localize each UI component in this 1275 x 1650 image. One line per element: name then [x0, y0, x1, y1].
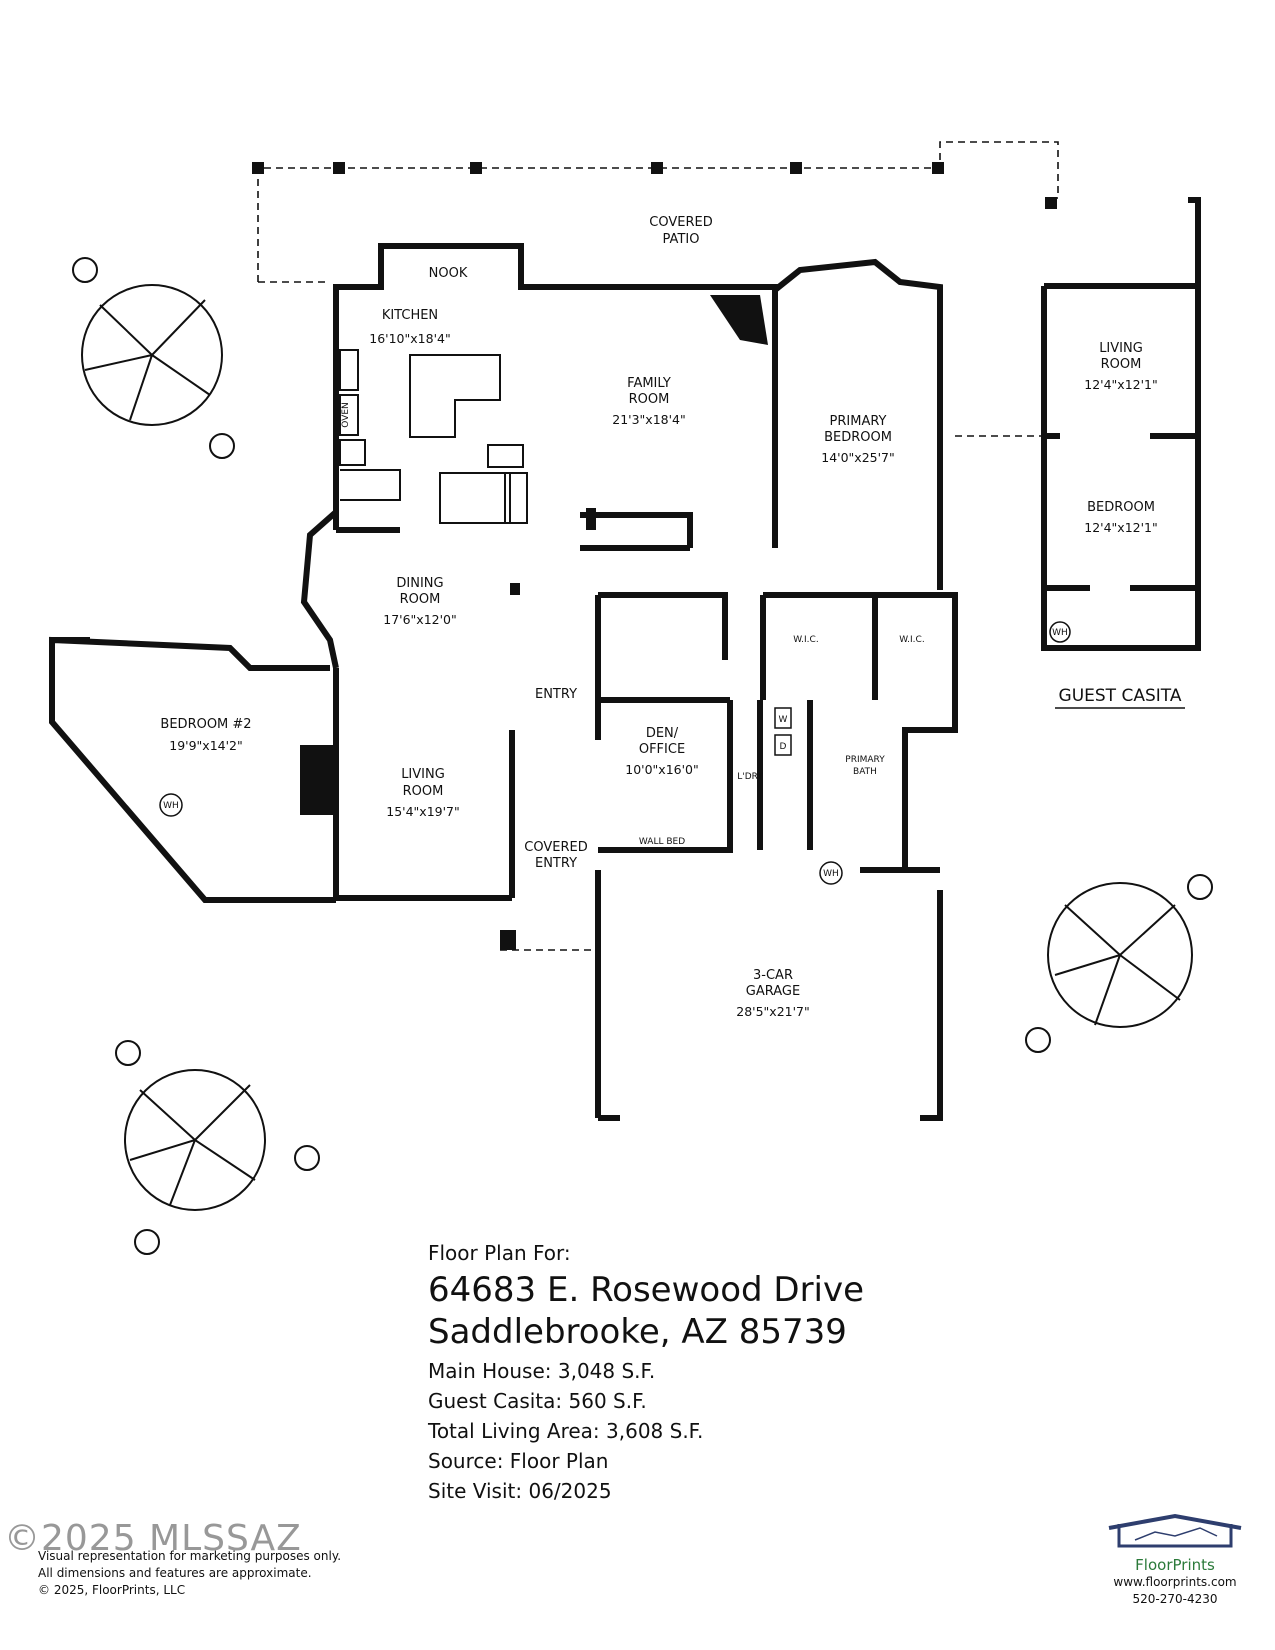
patio-label-1: COVERED — [649, 215, 712, 230]
dining-label-2: ROOM — [400, 592, 441, 607]
guest-casita-area: Guest Casita: 560 S.F. — [428, 1389, 647, 1413]
total-living-area: Total Living Area: 3,608 S.F. — [428, 1419, 704, 1443]
kitchen-dim: 16'10"x18'4" — [369, 331, 450, 346]
disclaimer-line-1: Visual representation for marketing purp… — [38, 1549, 342, 1563]
wic-label-left: W.I.C. — [793, 635, 818, 645]
casita-living-label-2: ROOM — [1101, 357, 1142, 372]
wh-label-casita: WH — [1052, 628, 1068, 638]
garage-label-2: GARAGE — [746, 984, 800, 999]
garage-dim: 28'5"x21'7" — [736, 1004, 810, 1019]
casita-living-dim: 12'4"x12'1" — [1084, 377, 1158, 392]
disclaimer: Visual representation for marketing purp… — [38, 1548, 341, 1599]
primary-bed-label-2: BEDROOM — [824, 430, 892, 445]
disclaimer-line-2: All dimensions and features are approxim… — [38, 1566, 312, 1580]
disclaimer-line-3: © 2025, FloorPrints, LLC — [38, 1583, 186, 1597]
laundry-label: L'DRY — [737, 772, 763, 782]
casita-living-label-1: LIVING — [1099, 341, 1143, 356]
garage-label-1: 3-CAR — [753, 968, 793, 983]
casita-walls — [1041, 197, 1201, 651]
room-labels: COVERED PATIO NOOK KITCHEN 16'10"x18'4" … — [159, 215, 1071, 1019]
water-heater-symbols — [159, 621, 1071, 885]
nook-label: NOOK — [429, 266, 468, 281]
entry-label: ENTRY — [535, 687, 577, 702]
casita-title: GUEST CASITA — [1059, 686, 1182, 706]
covered-entry-label-2: ENTRY — [535, 856, 577, 871]
bedroom2-dim: 19'9"x14'2" — [169, 738, 243, 753]
primary-bath-label-1: PRIMARY — [845, 755, 885, 765]
floor-plan-drawing: COVERED PATIO NOOK KITCHEN 16'10"x18'4" … — [49, 141, 1213, 1255]
family-label-1: FAMILY — [627, 376, 671, 391]
den-label-2: OFFICE — [639, 742, 685, 757]
wh-label-garage: WH — [823, 869, 839, 879]
floorprints-logo: FloorPrints www.floorprints.com 520-270-… — [1095, 1510, 1255, 1608]
casita-labels: LIVING ROOM 12'4"x12'1" BEDROOM 12'4"x12… — [1055, 341, 1185, 709]
source-line: Source: Floor Plan — [428, 1449, 609, 1473]
patio-label-2: PATIO — [663, 232, 700, 247]
tree-symbols — [72, 257, 1213, 1255]
primary-bath-label-2: BATH — [853, 767, 877, 777]
covered-entry-label-1: COVERED — [524, 840, 587, 855]
dryer-label: D — [780, 742, 787, 752]
casita-bedroom-label: BEDROOM — [1087, 500, 1155, 515]
property-info: Floor Plan For: 64683 E. Rosewood Drive … — [428, 1243, 864, 1511]
brand-name: FloorPrints — [1135, 1556, 1215, 1574]
main-walls — [49, 243, 958, 1121]
wall-bed-label: WALL BED — [639, 837, 685, 847]
patio-posts — [252, 162, 1057, 950]
living-label-1: LIVING — [401, 767, 445, 782]
site-visit-line: Site Visit: 06/2025 — [428, 1479, 612, 1503]
mls-watermark: ©2025 MLSSAZ — [4, 1518, 302, 1559]
phone-number: 520-270-4230 — [1132, 1592, 1218, 1606]
primary-bed-dim: 14'0"x25'7" — [821, 450, 895, 465]
bedroom2-label: BEDROOM #2 — [160, 717, 251, 732]
family-label-2: ROOM — [629, 392, 670, 407]
address-line-1: 64683 E. Rosewood Drive — [428, 1270, 865, 1310]
address-line-2: Saddlebrooke, AZ 85739 — [428, 1312, 847, 1352]
den-label-1: DEN/ — [646, 726, 679, 741]
info-heading: Floor Plan For: — [428, 1241, 571, 1265]
house-roof-icon — [1108, 1513, 1242, 1548]
casita-bedroom-dim: 12'4"x12'1" — [1084, 520, 1158, 535]
living-label-2: ROOM — [403, 784, 444, 799]
fireplace-symbols — [300, 295, 768, 815]
den-dim: 10'0"x16'0" — [625, 762, 699, 777]
main-house-area: Main House: 3,048 S.F. — [428, 1359, 656, 1383]
kitchen-label: KITCHEN — [382, 308, 438, 323]
oven-label: OVEN — [341, 402, 351, 428]
wh-label-bed2: WH — [163, 801, 179, 811]
living-dim: 15'4"x19'7" — [386, 804, 460, 819]
washer-label: W — [779, 715, 788, 725]
dining-dim: 17'6"x12'0" — [383, 612, 457, 627]
wic-label-right: W.I.C. — [899, 635, 924, 645]
website-link[interactable]: www.floorprints.com — [1113, 1575, 1237, 1589]
primary-bed-label-1: PRIMARY — [830, 414, 887, 429]
kitchen-features — [339, 349, 528, 524]
family-dim: 21'3"x18'4" — [612, 412, 686, 427]
dining-label-1: DINING — [396, 576, 443, 591]
